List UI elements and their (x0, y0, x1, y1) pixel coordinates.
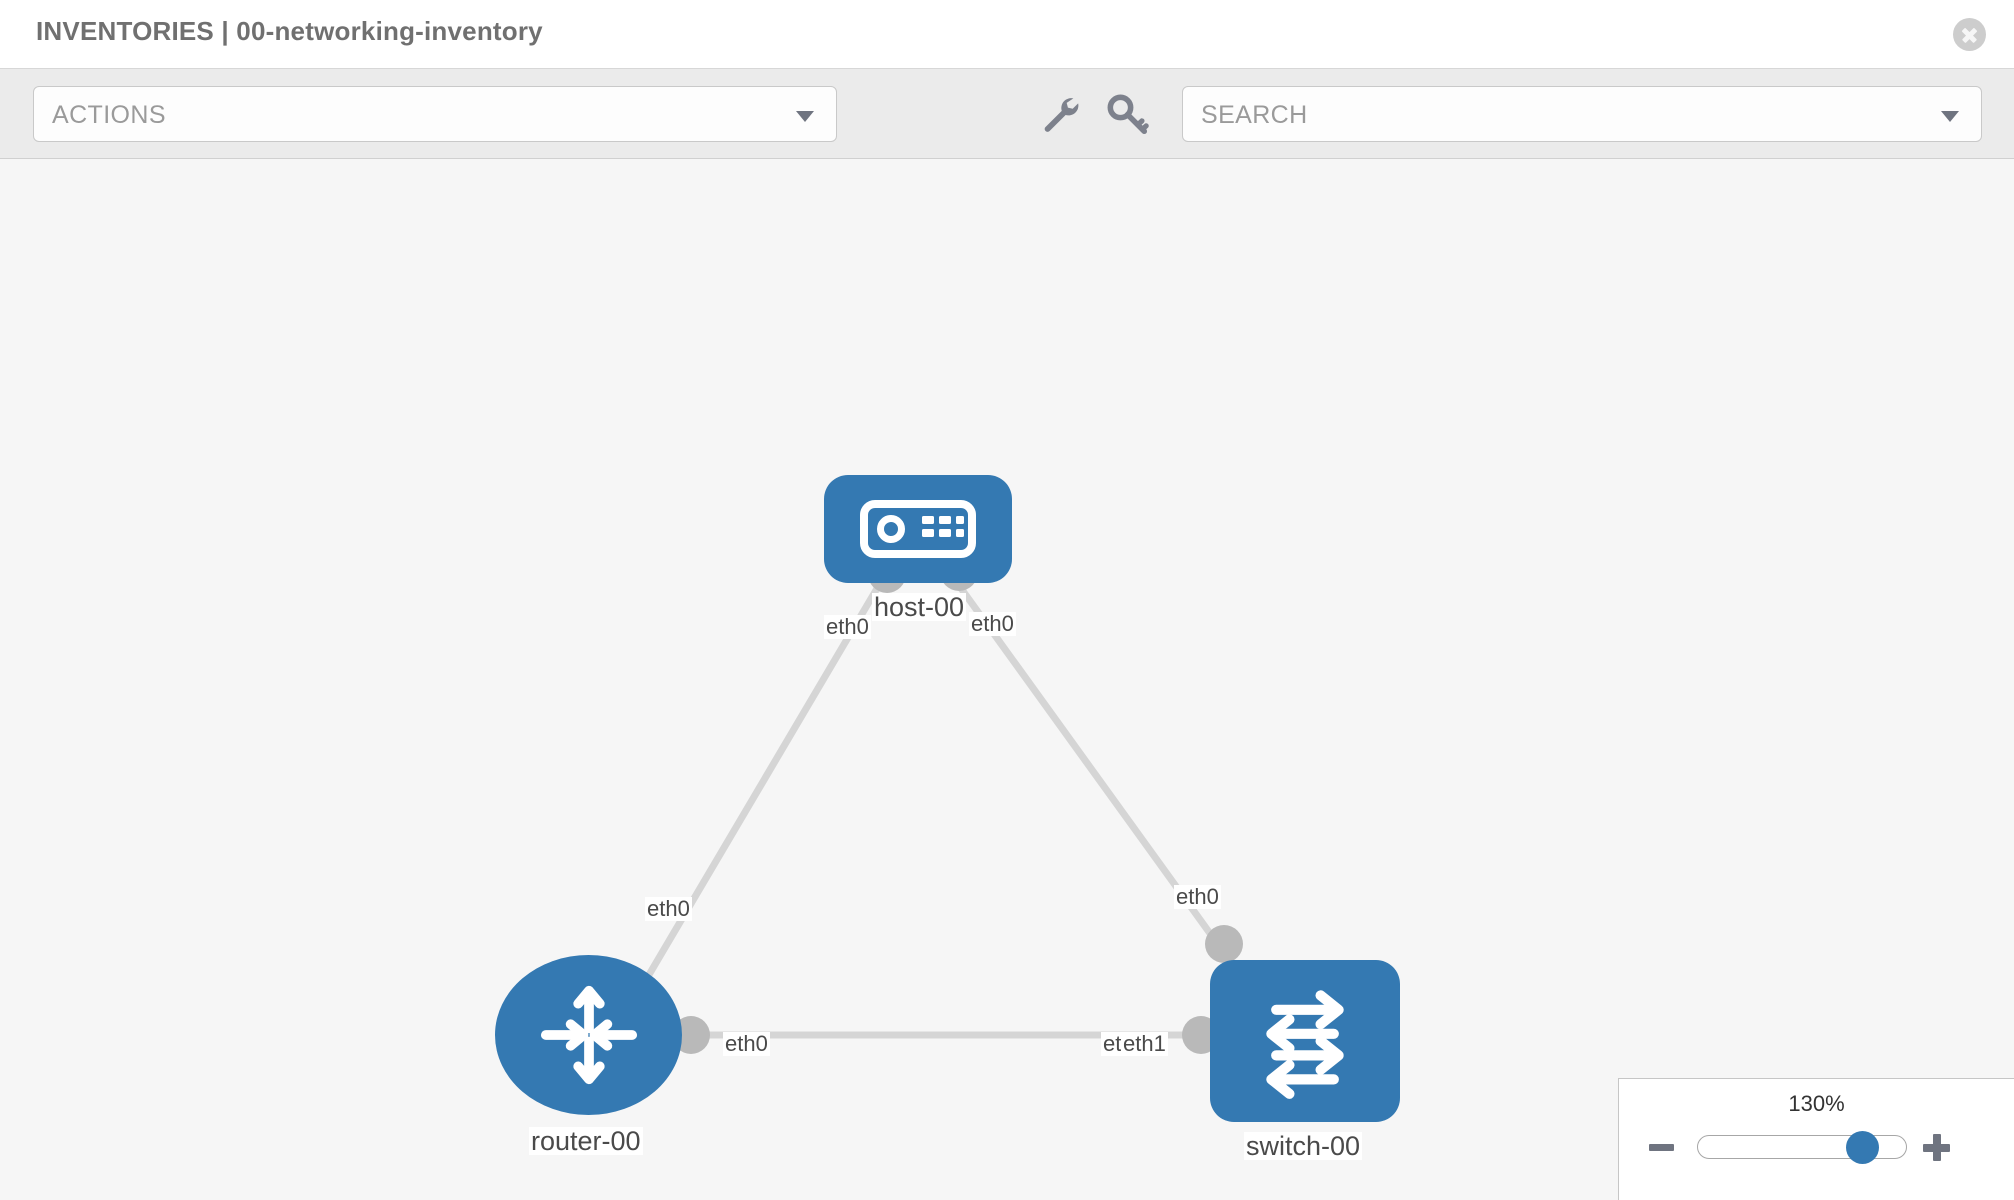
iface-label-host-right: eth0 (969, 611, 1016, 637)
key-icon[interactable] (1104, 91, 1150, 137)
zoom-in-button[interactable] (1917, 1130, 1957, 1164)
switch-arrows-icon (1266, 990, 1344, 1099)
actions-dropdown-label: ACTIONS (52, 101, 166, 129)
page-header: INVENTORIES | 00-networking-inventory (0, 0, 2014, 69)
page-title: INVENTORIES | 00-networking-inventory (36, 16, 543, 46)
zoom-slider-thumb[interactable] (1846, 1131, 1879, 1164)
zoom-level-value: 130% (1788, 1091, 1845, 1116)
edge-host-switch (951, 576, 1244, 979)
close-icon[interactable] (1953, 18, 1986, 51)
port-switch-top[interactable] (1205, 925, 1243, 963)
router-arrows-icon (540, 985, 637, 1085)
actions-dropdown[interactable]: ACTIONS (33, 86, 837, 142)
topology-canvas[interactable]: host-00 rout (0, 160, 2014, 1200)
chevron-down-icon (796, 111, 814, 122)
wrench-icon[interactable] (1036, 91, 1082, 137)
iface-label-switch-up: eth0 (1174, 884, 1221, 910)
iface-label-router-up: eth0 (645, 896, 692, 922)
search-placeholder: SEARCH (1201, 101, 1308, 129)
node-switch-label: switch-00 (1244, 1131, 1363, 1161)
iface-label-router-right: eth0 (723, 1031, 770, 1057)
topology-edges (636, 576, 1244, 1039)
node-host-shape[interactable] (824, 475, 1012, 583)
zoom-out-button[interactable] (1643, 1130, 1683, 1164)
zoom-slider-row (1619, 1127, 2014, 1167)
toolbar: ACTIONS SEARCH (0, 69, 2014, 159)
chevron-down-icon[interactable] (1941, 111, 1959, 122)
server-icon (860, 500, 976, 558)
node-host-label: host-00 (872, 592, 967, 622)
zoom-slider-track[interactable] (1697, 1131, 1907, 1164)
node-router-label: router-00 (529, 1126, 643, 1156)
zoom-control-panel: 130% (1618, 1078, 2014, 1200)
node-switch-shape[interactable] (1210, 960, 1400, 1122)
node-router-shape[interactable] (495, 955, 682, 1115)
edge-host-router (636, 576, 886, 994)
iface-label-host-left: eth0 (824, 614, 871, 640)
search-input[interactable]: SEARCH (1182, 86, 1982, 142)
iface-label-switch-left-b: eth1 (1121, 1031, 1168, 1057)
